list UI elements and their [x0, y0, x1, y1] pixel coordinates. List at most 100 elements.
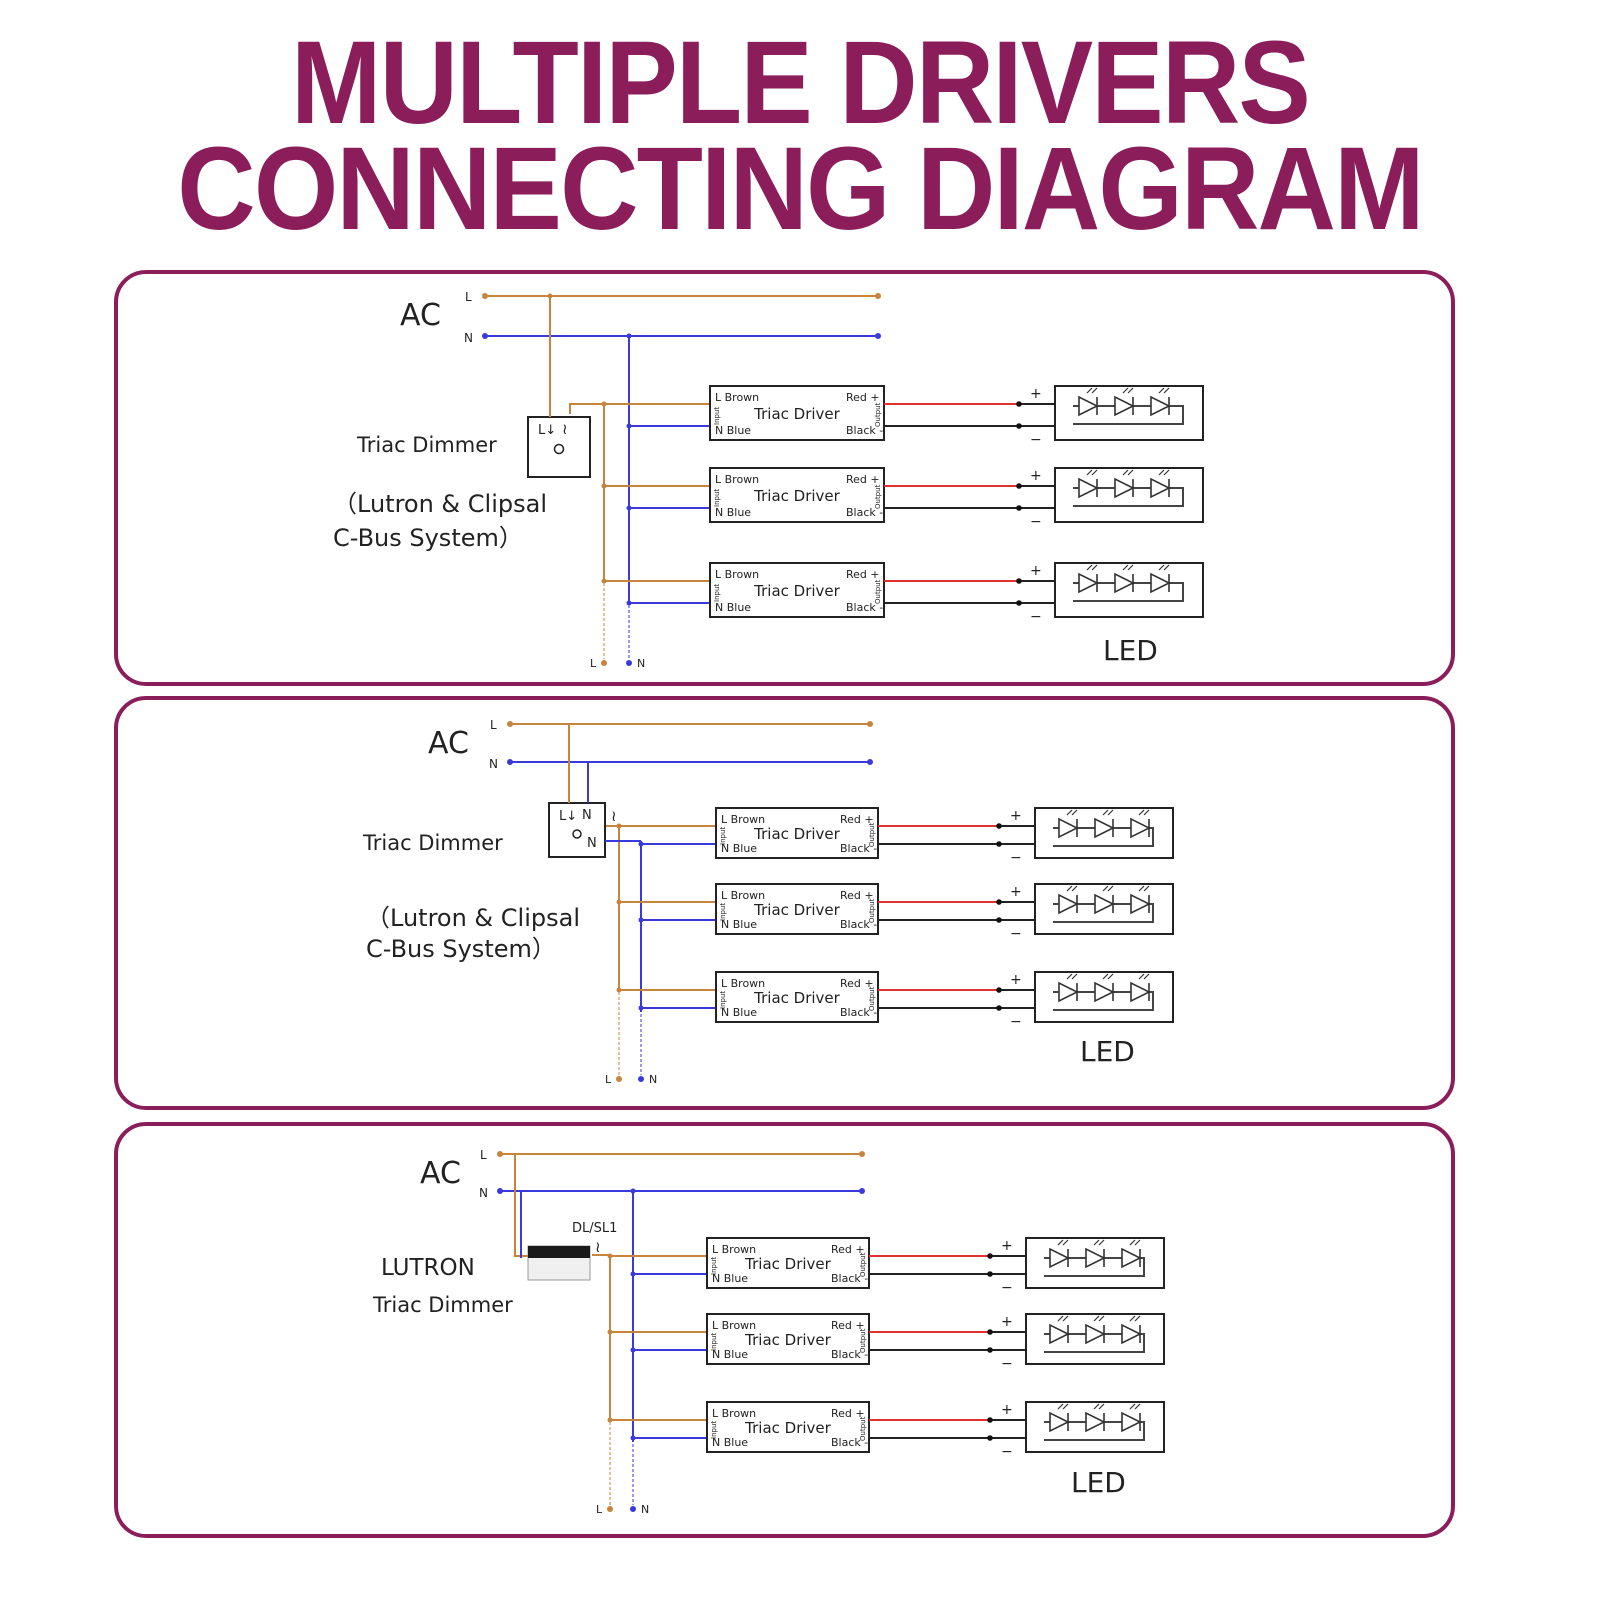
dimmer-dim-icon: ≀	[595, 1238, 601, 1256]
triac-driver-box	[706, 1237, 870, 1289]
plus-sign: +	[1010, 972, 1022, 988]
driver-black-label: Black -	[846, 424, 883, 437]
driver-n-blue-label: N Blue	[712, 1272, 748, 1285]
led-diode-icon	[1058, 981, 1079, 1003]
led-diode-icon	[1094, 893, 1115, 915]
led-emission-arrow	[1122, 469, 1129, 476]
plus-sign: +	[1010, 884, 1022, 900]
led-diode-icon	[1078, 395, 1099, 417]
driver-name-label: Triac Driver	[744, 1419, 831, 1437]
terminal-dot	[996, 841, 1002, 847]
ac-n-label: N	[464, 331, 473, 345]
led-emission-arrow	[1102, 885, 1109, 892]
junction-dot	[607, 1253, 613, 1259]
terminal-dot	[867, 759, 873, 765]
led-diode-icon	[1049, 1323, 1070, 1345]
led-diode-icon	[1150, 477, 1171, 499]
driver-name-label: Triac Driver	[744, 1255, 831, 1273]
terminal-dot	[507, 721, 513, 727]
driver-output-label: Output	[874, 579, 882, 604]
led-emission-arrow	[1129, 1403, 1136, 1410]
continue-l-label: L	[590, 657, 597, 670]
terminal-dot	[1016, 401, 1022, 407]
continue-l-label: L	[605, 1073, 612, 1086]
junction-dot	[630, 1188, 636, 1194]
triac-driver-box	[715, 883, 879, 935]
driver-output-label: Output	[874, 402, 882, 427]
dimmer-label: Triac Dimmer	[362, 831, 503, 855]
led-label: LED	[1080, 1035, 1135, 1068]
driver-name-label: Triac Driver	[753, 487, 840, 505]
led-diode-icon	[1058, 817, 1079, 839]
driver-output-label: Output	[859, 1416, 867, 1441]
minus-sign: −	[1001, 1444, 1013, 1460]
driver-input-label: Input	[719, 903, 727, 921]
ac-label: AC	[420, 1156, 461, 1191]
led-emission-arrow	[1107, 885, 1114, 892]
junction-dot	[616, 823, 622, 829]
minus-sign: −	[1030, 432, 1042, 448]
plus-sign: +	[1010, 808, 1022, 824]
terminal-dot	[859, 1151, 865, 1157]
junction-dot	[601, 578, 607, 584]
junction-dot	[616, 987, 622, 993]
led-emission-arrow	[1062, 1403, 1069, 1410]
minus-sign: −	[1001, 1356, 1013, 1372]
terminal-dot	[497, 1188, 503, 1194]
led-emission-arrow	[1066, 809, 1073, 816]
led-label: LED	[1071, 1466, 1126, 1499]
driver-black-label: Black -	[831, 1436, 868, 1449]
terminal-dot	[996, 917, 1002, 923]
terminal-dot	[482, 293, 488, 299]
driver-black-label: Black -	[846, 601, 883, 614]
plus-sign: +	[1001, 1402, 1013, 1418]
driver-n-blue-label: N Blue	[712, 1348, 748, 1361]
led-emission-arrow	[1143, 973, 1150, 980]
dimmer-label: Triac Dimmer	[372, 1293, 513, 1317]
driver-n-blue-label: N Blue	[715, 424, 751, 437]
led-diode-icon	[1078, 477, 1099, 499]
led-diode-icon	[1085, 1323, 1106, 1345]
terminal-dot	[1016, 505, 1022, 511]
terminal-dot	[601, 660, 607, 666]
minus-sign: −	[1001, 1280, 1013, 1296]
led-emission-arrow	[1122, 387, 1129, 394]
led-diode-icon	[1058, 893, 1079, 915]
dimmer-live-feed	[514, 1154, 528, 1257]
panel-frame	[114, 1122, 1455, 1538]
led-emission-arrow	[1057, 1403, 1064, 1410]
driver-input-label: Input	[710, 1333, 718, 1351]
title-line-1: MULTIPLE DRIVERS	[290, 17, 1311, 149]
terminal-dot	[867, 721, 873, 727]
led-emission-arrow	[1057, 1315, 1064, 1322]
triac-driver-box	[709, 385, 885, 441]
dimmer-l-terminal: L↓	[559, 809, 577, 824]
driver-black-label: Black -	[831, 1348, 868, 1361]
lutron-dimmer-top	[528, 1246, 590, 1258]
driver-n-blue-label: N Blue	[712, 1436, 748, 1449]
terminal-dot	[497, 1151, 503, 1157]
dimmer-label: Triac Dimmer	[356, 433, 497, 457]
led-emission-arrow	[1143, 885, 1150, 892]
minus-sign: −	[1030, 609, 1042, 625]
terminal-dot	[1016, 578, 1022, 584]
led-emission-arrow	[1158, 564, 1165, 571]
led-emission-arrow	[1098, 1403, 1105, 1410]
led-emission-arrow	[1057, 1239, 1064, 1246]
driver-output-label: Output	[868, 986, 876, 1011]
junction-dot	[630, 1271, 636, 1277]
plus-sign: +	[1001, 1314, 1013, 1330]
driver-red-label: Red +	[846, 568, 880, 581]
driver-output-label: Output	[859, 1252, 867, 1277]
led-emission-arrow	[1127, 469, 1134, 476]
driver-red-label: Red +	[840, 813, 874, 826]
led-emission-arrow	[1158, 469, 1165, 476]
driver-name-label: Triac Driver	[753, 901, 840, 919]
dimmer-dim-icon: ≀	[611, 807, 617, 825]
terminal-dot	[507, 759, 513, 765]
dimmer-label: LUTRON	[381, 1255, 475, 1281]
driver-name-label: Triac Driver	[744, 1331, 831, 1349]
led-diode-icon	[1150, 395, 1171, 417]
